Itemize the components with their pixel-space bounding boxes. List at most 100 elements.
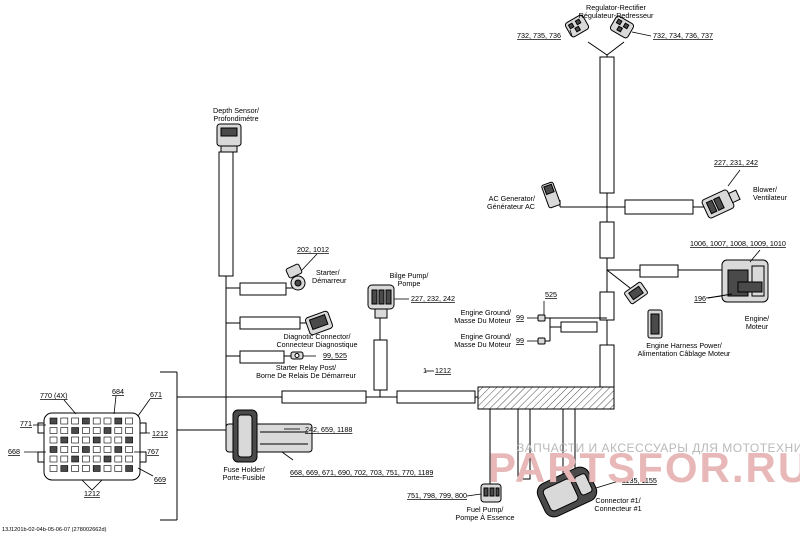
regulator-label-fr: Régulateur-Redresseur <box>579 11 654 20</box>
bilge-pump-label: Bilge Pump/ <box>390 271 429 280</box>
pin-cavity <box>60 455 69 463</box>
depth-sensor-label-fr: Profondimétre <box>213 114 258 123</box>
pin-cavity <box>82 455 90 463</box>
callout-leaders <box>281 29 761 497</box>
pin-cavity <box>92 446 101 453</box>
engine-label-fr: Moteur <box>746 322 769 331</box>
pin-cavity <box>103 446 112 453</box>
diagnostic-connector <box>304 310 334 336</box>
detail-label-671: 671 <box>150 390 162 399</box>
diag-connector-label-fr: Connecteur Diagnostique <box>276 340 357 349</box>
pin-cavity <box>49 436 58 444</box>
connector-1 <box>536 466 598 518</box>
harness-ref-arrow: 1 <box>423 366 427 375</box>
regulator-rectifier-connectors <box>564 14 635 39</box>
pin-detail-view <box>37 412 147 491</box>
ac-generator-label-fr: Générateur AC <box>487 202 535 211</box>
detail-label-770: 770 (4X) <box>40 391 68 400</box>
pin-cavity <box>92 427 101 434</box>
blower-label-fr: Ventilateur <box>753 193 788 202</box>
pin-cavity <box>103 417 112 425</box>
watermark-line1: ЗАПЧАСТИ И АКСЕССУАРЫ ДЛЯ МОТОТЕХНИКИ <box>517 441 800 455</box>
fuse-holder <box>225 409 313 463</box>
pin-cavity <box>60 465 69 472</box>
regulator-ref-right: 732, 734, 736, 737 <box>653 31 713 40</box>
starter-label-fr: Démarreur <box>312 276 347 285</box>
engine-ground-1-ref-top: 525 <box>545 290 557 299</box>
starter-relay-terminal <box>290 351 304 360</box>
detail-label-668: 668 <box>8 447 20 456</box>
pin-cavity <box>49 417 58 425</box>
bilge-pump-ref: 227, 232, 242 <box>411 294 455 303</box>
harness-ref: 1212 <box>435 366 451 375</box>
bilge-pump-label-fr: Pompe <box>398 279 421 288</box>
blower-ref: 227, 231, 242 <box>714 158 758 167</box>
fuel-pump-ref: 751, 798, 799, 800 <box>407 491 467 500</box>
connector-1-label-fr: Connecteur #1 <box>594 504 641 513</box>
fuel-pump-label: Fuel Pump/ <box>467 505 504 514</box>
pin-cavity <box>60 436 69 444</box>
engine-ground-1-label: Engine Ground/ <box>461 308 511 317</box>
ac-generator-connector <box>541 181 561 209</box>
starter-relay-ref: 99, 525 <box>323 351 347 360</box>
engine-harness-power-plug <box>647 309 663 339</box>
depth-sensor-connector <box>216 123 242 153</box>
pin-cavity <box>60 427 69 434</box>
engine-ground-1-label-fr: Masse Du Moteur <box>454 316 511 325</box>
fuse-holder-ref-bottom: 668, 669, 671, 690, 702, 703, 751, 770, … <box>290 468 433 477</box>
pin-cavity <box>92 417 101 425</box>
pin-cavity <box>114 446 123 453</box>
pin-cavity <box>71 446 79 453</box>
fuse-holder-label-fr: Porte-Fusible <box>223 473 266 482</box>
pin-cavity <box>103 465 112 472</box>
ac-generator-label: AC Generator/ <box>489 194 535 203</box>
pin-cavity <box>82 446 90 453</box>
detail-label-1212-right: 1212 <box>152 429 168 438</box>
pin-cavity <box>71 455 79 463</box>
pin-cavity <box>125 446 133 453</box>
pin-cavity <box>49 465 58 472</box>
blower-connector <box>701 189 741 219</box>
engine-ground-2-ref: 99 <box>516 336 524 345</box>
pin-cavity <box>71 417 79 425</box>
pin-cavity <box>114 427 123 434</box>
footer-code: 13J1201b-02-04b-05-06-07 (278002662d) <box>2 527 107 533</box>
pin-cavity <box>114 417 123 425</box>
pin-cavity <box>49 455 58 463</box>
detail-leaders <box>24 395 154 477</box>
pin-cavity <box>125 465 133 472</box>
regulator-ref-left: 732, 735, 736 <box>517 31 561 40</box>
pin-cavity <box>125 436 133 444</box>
detail-label-771: 771 <box>20 419 32 428</box>
engine-module <box>707 259 769 303</box>
fuel-pump-connector <box>480 483 502 503</box>
pin-cavity <box>92 465 101 472</box>
engine-harness-power-label: Engine Harness Power/ <box>646 341 722 350</box>
pin-cavity <box>82 427 90 434</box>
diag-connector-label: Diagnotic Connector/ <box>283 332 350 341</box>
pin-cavity <box>92 455 101 463</box>
detail-label-767: 767 <box>147 447 159 456</box>
engine-ref-top: 1006, 1007, 1008, 1009, 1010 <box>690 239 786 248</box>
detail-label-1212-bottom: 1212 <box>84 489 100 498</box>
pin-cavity <box>82 436 90 444</box>
fuse-holder-ref-right: 242, 659, 1188 <box>305 425 352 434</box>
pin-cavity <box>49 427 58 434</box>
regulator-label: Regulator-Rectifier <box>586 3 647 12</box>
pin-cavity <box>103 427 112 434</box>
pin-cavity <box>92 436 101 444</box>
pin-cavity <box>82 417 90 425</box>
starter-label: Starter/ <box>316 268 340 277</box>
engine-harness-power-label-fr: Alimentation Câblage Moteur <box>638 349 731 358</box>
starter-ref: 202, 1012 <box>297 245 329 254</box>
engine-ground-2-label-fr: Masse Du Moteur <box>454 340 511 349</box>
detail-label-669: 669 <box>154 475 166 484</box>
pin-cavity <box>114 455 123 463</box>
fuse-holder-label: Fuse Holder/ <box>223 465 264 474</box>
pin-cavity <box>71 465 79 472</box>
connector-1-ref: 1135, 1155 <box>622 476 657 485</box>
blower-label: Blower/ <box>753 185 777 194</box>
labels: Regulator-Rectifier Régulateur-Redresseu… <box>2 3 788 533</box>
engine-ref-side: 196 <box>694 294 706 303</box>
starter-relay-label-fr: Borne De Relais De Démarreur <box>256 371 356 380</box>
